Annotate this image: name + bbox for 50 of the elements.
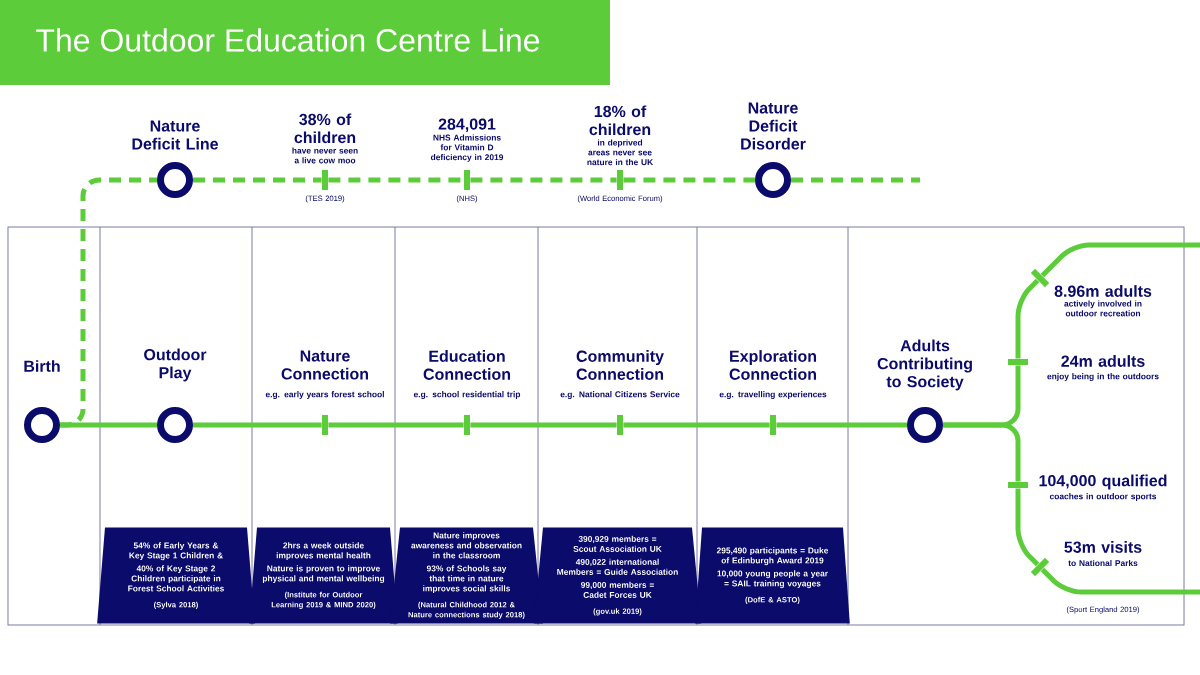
station-note: have never seen a live cow moo (292, 147, 358, 164)
line-connector (776, 422, 907, 428)
node-label: 390,929 members = Scout Association UK (573, 535, 662, 552)
node-label: 2hrs a week outside improves mental health (276, 542, 371, 561)
station-name: Nature Deficit Line (132, 120, 218, 150)
station-name: 18% of children (589, 105, 651, 136)
station-name: Adults Contributing to Society (877, 339, 972, 391)
station-name: 104,000 qualified (1039, 474, 1167, 490)
line-connector (470, 177, 617, 183)
station-name: Nature Deficit Disorder (741, 102, 806, 150)
station-note: e.g. early years forest school (265, 391, 384, 399)
station-name: 24m adults (1061, 355, 1145, 367)
line-connector (328, 422, 464, 428)
station-note: coaches in outdoor sports (1049, 493, 1157, 501)
station-name: Education Connection (423, 350, 510, 380)
station-note: e.g. National Citizens Service (560, 391, 680, 399)
station-note: in deprived areas never see nature in the UK (587, 139, 654, 166)
station-name: Nature Connection (281, 350, 368, 380)
line-connector (1015, 488, 1040, 567)
station-name: Exploration Connection (729, 350, 817, 380)
station-name: 53m visits (1064, 541, 1142, 553)
station-name: 8.96m adults (1054, 285, 1152, 297)
line-connector (193, 422, 322, 428)
line-connector (623, 177, 755, 183)
station-name: 284,091 (438, 118, 496, 133)
line-connector (1015, 278, 1040, 359)
node-label: Nature improves awareness and observation in the classroom (411, 532, 522, 559)
station-note: enjoy being in the outdoors (1047, 373, 1159, 381)
station-note: e.g. travelling experiences (719, 391, 827, 399)
station-note: to National Parks (1068, 559, 1138, 567)
station-name: Birth (24, 360, 60, 372)
line-connector (791, 177, 920, 183)
station-note: actively involved in outdoor recreation (1064, 300, 1142, 317)
line-connector (470, 422, 617, 428)
station-name: 38% of children (294, 113, 356, 144)
station-note: NHS Admissions for Vitamin D deficiency in 2019 (430, 134, 504, 162)
station-name: Community Connection (576, 350, 664, 380)
line-connector (193, 177, 322, 183)
station-name: Outdoor Play (144, 348, 207, 382)
title-banner: The Outdoor Education Centre Line (0, 0, 610, 85)
node-label: 490,022 international Members = Guide Association (557, 558, 678, 575)
line-connector (943, 422, 1021, 482)
line-connector (60, 177, 157, 428)
node-label: 93% of Schools say that time in nature improves social skills (423, 565, 511, 594)
node-label: Nature is proven to improve physical and mental wellbeing (262, 565, 385, 584)
line-connector (1040, 242, 1200, 278)
line-connector (623, 422, 770, 428)
node-label: 99,000 members = Cadet Forces UK (581, 581, 654, 598)
line-connector (1040, 567, 1200, 595)
station-note: e.g. school residential trip (413, 391, 521, 399)
